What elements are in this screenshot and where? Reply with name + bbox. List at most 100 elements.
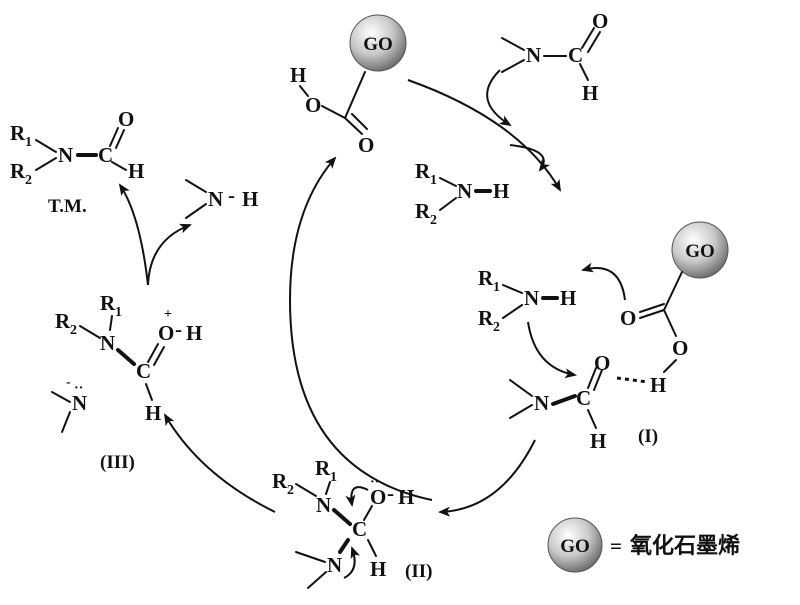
mid-o-carbonyl: O xyxy=(620,306,636,330)
ii-r1-sub: 1 xyxy=(330,470,337,485)
i-r2-sub: 2 xyxy=(493,320,500,335)
iii-plus: + xyxy=(164,307,172,322)
ii-lone-pair: ·· xyxy=(370,475,379,490)
i-n: N xyxy=(524,286,539,310)
tm-o: O xyxy=(118,107,134,131)
arrow-amine-attack xyxy=(527,321,577,379)
byproduct-dash: - xyxy=(228,183,235,207)
anion-n: N xyxy=(72,391,87,415)
amine-r1: R xyxy=(415,159,431,183)
i-dmf-o: O xyxy=(594,351,610,375)
ii-oh-h: H xyxy=(398,485,414,509)
amine-r2: R xyxy=(415,199,431,223)
feed-arrow-dmf xyxy=(486,69,512,127)
byproduct-n: N xyxy=(208,187,223,211)
graphene-oxide-mid: GO xyxy=(671,221,729,279)
amine-n: N xyxy=(457,179,472,203)
dmf-o: O xyxy=(592,9,608,33)
go-label-mid: GO xyxy=(685,241,715,262)
i-r1-sub: 1 xyxy=(493,280,500,295)
dimethylamide-anion: - ·· N xyxy=(51,375,87,433)
ii-h: H xyxy=(370,557,386,581)
go-sphere-mid xyxy=(671,221,729,279)
intermediate-I-dmf: N C O H xyxy=(509,351,610,453)
carboxyl-group-mid: O O H xyxy=(620,271,688,397)
arrow-h-transfer xyxy=(581,262,626,301)
legend-meaning: 氧化石墨烯 xyxy=(629,533,740,559)
legend-go-label: GO xyxy=(560,536,590,557)
ii-r2-sub: 2 xyxy=(287,483,294,498)
amine-reagent: R 1 R 2 N H xyxy=(415,159,509,228)
label-intermediate-II: (II) xyxy=(405,561,432,582)
ii-n: N xyxy=(316,493,331,517)
hydrogen-bond-I xyxy=(616,376,649,384)
cycle-arrow-regeneration xyxy=(288,156,433,501)
anion-minus: - xyxy=(66,375,71,390)
mid-o-hydroxyl: O xyxy=(672,336,688,360)
i-dmf-h: H xyxy=(590,429,606,453)
dmf-reagent: N C O H xyxy=(501,9,608,105)
carboxyl-h: H xyxy=(290,63,306,87)
label-target-molecule: T.M. xyxy=(48,196,87,217)
ii-curly-arrow-n xyxy=(343,546,361,579)
intermediate-I-amine: R 1 R 2 N H xyxy=(478,266,576,335)
i-r1: R xyxy=(478,266,494,290)
carboxyl-group-top: H O O xyxy=(290,63,374,157)
cycle-arrow-top-to-I xyxy=(407,79,561,192)
mid-h: H xyxy=(650,373,666,397)
cycle-arrow-product-release xyxy=(118,183,149,286)
ii-o: O xyxy=(370,485,386,509)
tm-c: C xyxy=(98,143,113,167)
cycle-arrow-III-to-product xyxy=(147,223,192,286)
iii-r1: R xyxy=(100,291,116,315)
tm-h: H xyxy=(128,159,144,183)
ii-dmf-n: N xyxy=(327,553,342,577)
anion-lone-pair: ·· xyxy=(74,381,83,396)
tm-r1: R xyxy=(10,121,26,145)
graphene-oxide-top: GO xyxy=(349,14,407,72)
i-h: H xyxy=(560,286,576,310)
carboxyl-o-hydroxyl: O xyxy=(305,93,321,117)
tm-r2: R xyxy=(10,159,26,183)
dimethylamine-byproduct: N - H xyxy=(185,179,258,219)
amine-h: H xyxy=(493,179,509,203)
dmf-n: N xyxy=(526,43,541,67)
iii-n: N xyxy=(100,331,115,355)
tm-n: N xyxy=(58,143,73,167)
ii-c: C xyxy=(352,517,367,541)
legend-equals: = xyxy=(610,534,622,558)
amine-r1-sub: 1 xyxy=(430,173,437,188)
ii-r2: R xyxy=(272,469,288,493)
ii-curly-arrow-o xyxy=(345,486,369,507)
legend: GO = 氧化石墨烯 xyxy=(547,517,740,573)
go-label-top: GO xyxy=(363,34,393,55)
label-intermediate-I: (I) xyxy=(638,426,658,447)
cycle-arrow-I-to-II xyxy=(438,439,536,517)
iii-r2-sub: 2 xyxy=(70,323,77,338)
iii-h: H xyxy=(145,401,161,425)
iii-r2: R xyxy=(55,309,71,333)
tm-r2-sub: 2 xyxy=(25,173,32,188)
tm-r1-sub: 1 xyxy=(25,135,32,150)
i-dmf-n: N xyxy=(534,391,549,415)
i-dmf-c: C xyxy=(576,386,591,410)
dmf-h: H xyxy=(582,81,598,105)
formamide-product: R 1 R 2 N C O H xyxy=(10,107,144,188)
legend-go-sphere xyxy=(547,517,603,573)
iii-o: O xyxy=(158,321,174,345)
ii-r1: R xyxy=(315,456,331,480)
feed-arrow-amine xyxy=(509,144,550,172)
label-intermediate-III: (III) xyxy=(100,452,135,473)
ii-dash: - xyxy=(387,481,394,505)
iii-r1-sub: 1 xyxy=(115,305,122,320)
iii-dash: - xyxy=(175,317,182,341)
dmf-c: C xyxy=(568,43,583,67)
i-r2: R xyxy=(478,306,494,330)
carboxyl-o-carbonyl: O xyxy=(358,133,374,157)
cycle-arrow-II-to-III xyxy=(163,413,276,513)
amine-r2-sub: 2 xyxy=(430,213,437,228)
iii-oh-h: H xyxy=(186,321,202,345)
intermediate-II: R 1 R 2 N C O - H ·· H N xyxy=(272,456,414,589)
